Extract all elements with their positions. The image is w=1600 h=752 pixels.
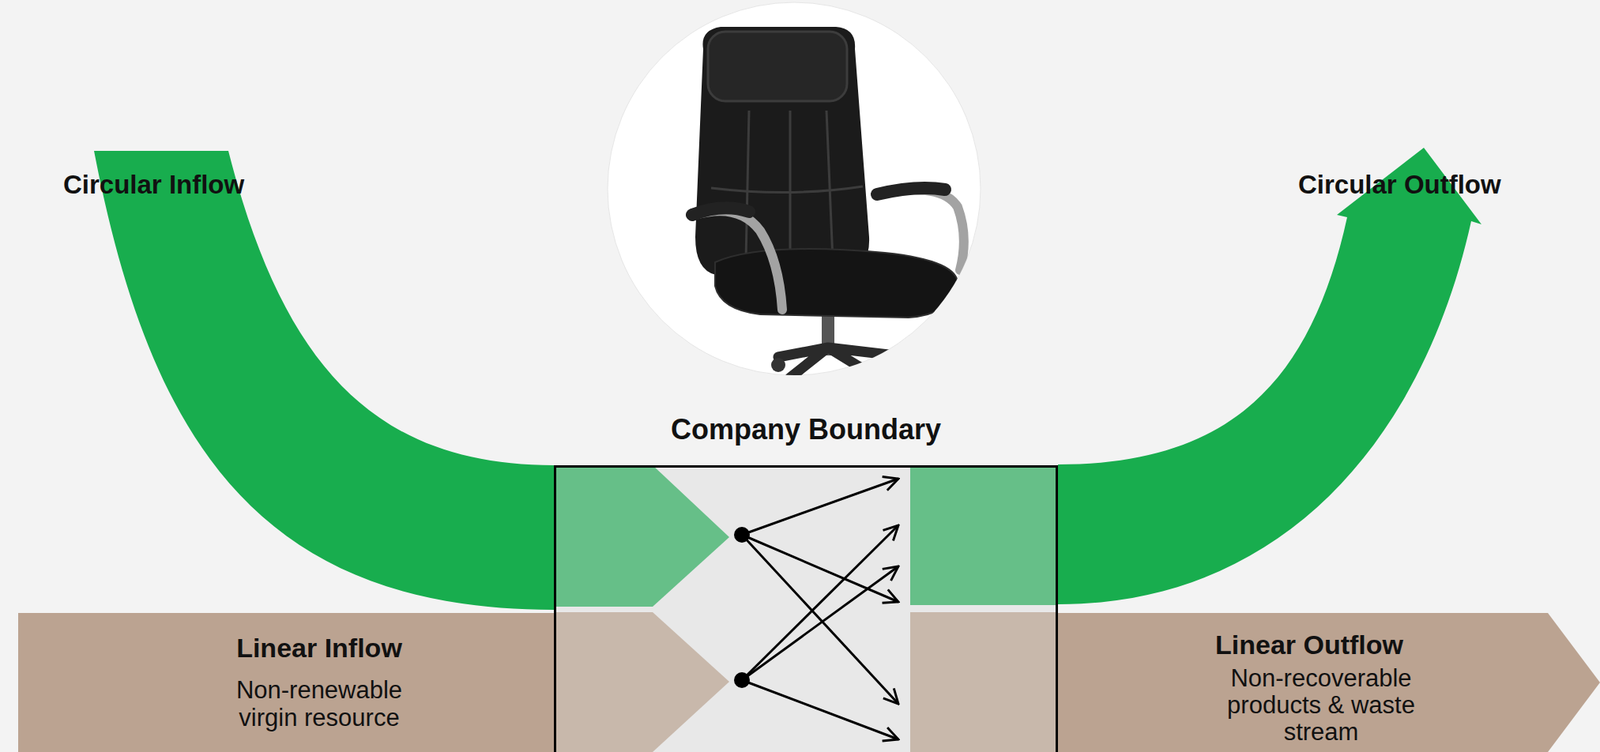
linear-out-block [910,612,1058,752]
chair-base [778,347,909,378]
chair-caster [771,357,786,373]
boundary-interior [553,465,1058,752]
flow-arrows [741,478,899,740]
linear-inflow-band: Linear InflowNon-renewable virgin resour… [18,613,554,752]
flow-arrow [741,680,899,740]
circular-in-chevron [553,465,730,607]
chair-armpad [877,188,945,195]
circular-out-block [910,465,1058,606]
circular-outflow-arrow: Circular Outflow [1057,142,1533,617]
chair-seams [711,186,863,193]
chair-seat [715,248,958,318]
flow-label: Circular Outflow [1298,169,1567,201]
flow-description: Non-recoverable products & waste stream [1202,665,1440,746]
boundary-heading: Company Boundary [556,412,1056,448]
circular-inflow-band-shape [55,142,554,617]
chair-backrest [695,26,870,275]
flow-arrow [741,534,899,603]
flow-arrow [741,534,899,704]
flow-heading: Linear Inflow [192,630,446,666]
flow-label: Circular Inflow [63,169,332,201]
flow-arrow [741,525,899,681]
company-boundary-box: Company Boundary [553,465,1058,752]
chair-headrest [707,31,848,102]
chair-armpad [692,207,750,215]
photo-circle [607,2,981,376]
circular-outflow-arrow-shape [1057,142,1533,617]
circular-inflow-band: Circular Inflow [55,142,554,617]
flow-heading: Linear Outflow [1182,627,1436,663]
flow-arrow [741,566,899,681]
chair-caster [901,357,916,373]
flow-description: Non-renewable virgin resource [212,676,426,732]
chair-armrest [878,190,964,271]
chair-seams [745,110,833,263]
circular-outflow-arrow-outline [1057,147,1482,605]
flow-dot [734,672,750,689]
circular-inflow-band-outline [94,150,554,610]
linear-outflow-arrow-outline [1057,613,1600,752]
flow-dot [734,527,750,543]
flow-arrow [741,478,899,535]
linear-outflow-arrow: Linear OutflowNon-recoverable products &… [1057,613,1600,752]
chair-armrest [695,210,783,310]
linear-in-chevron [553,612,730,752]
office-chair [692,26,964,378]
